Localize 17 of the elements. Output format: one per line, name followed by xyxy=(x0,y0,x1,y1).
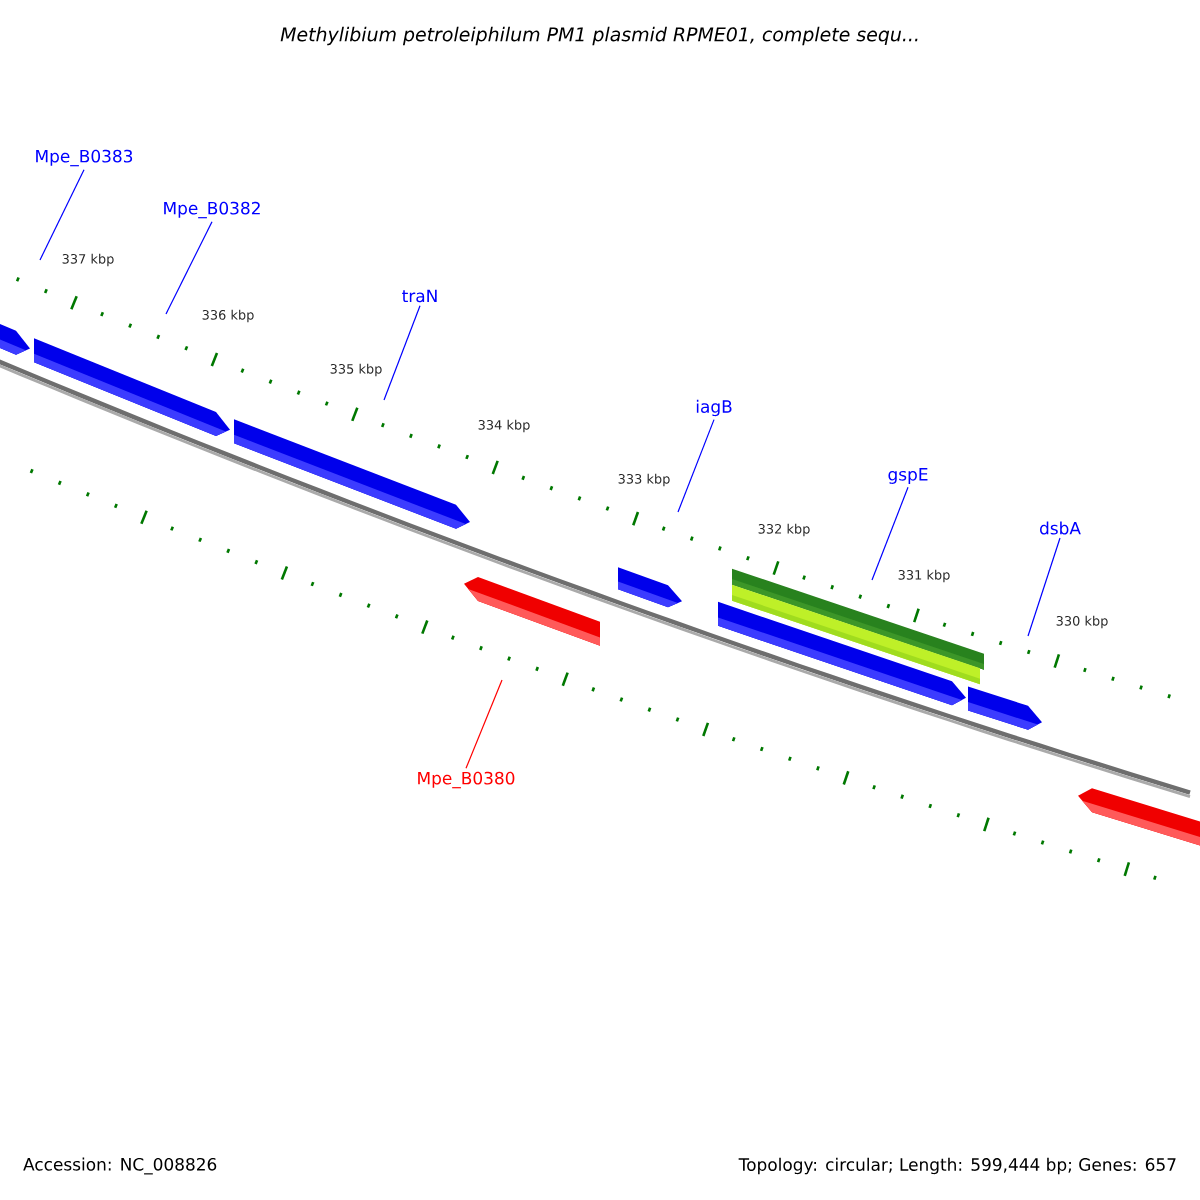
gene-label: dsbA xyxy=(1040,521,1081,535)
gene-label: Mpe_B0380 xyxy=(418,771,515,789)
leader-line xyxy=(465,679,503,769)
leader-line xyxy=(871,486,909,581)
gene-label: gspE xyxy=(888,468,928,484)
leader-line xyxy=(677,419,715,513)
gene-label: Mpe_B0383 xyxy=(36,149,133,167)
gene-label: iagB xyxy=(696,399,732,417)
title: Methylibium petroleiphilum PM1 plasmid RPME01, complete sequ... xyxy=(280,26,918,46)
leader-line xyxy=(39,169,85,261)
leader-line xyxy=(165,221,213,315)
footer-text: Topology: circular; Length: 599,444 bp; Genes: 657 xyxy=(738,1157,1176,1175)
gene-label: traN xyxy=(402,289,437,303)
footer-text: Accession: NC_008826 xyxy=(23,1157,217,1175)
leader-line xyxy=(383,305,421,401)
leader-line xyxy=(1027,537,1061,637)
gene-label: Mpe_B0382 xyxy=(164,201,260,219)
